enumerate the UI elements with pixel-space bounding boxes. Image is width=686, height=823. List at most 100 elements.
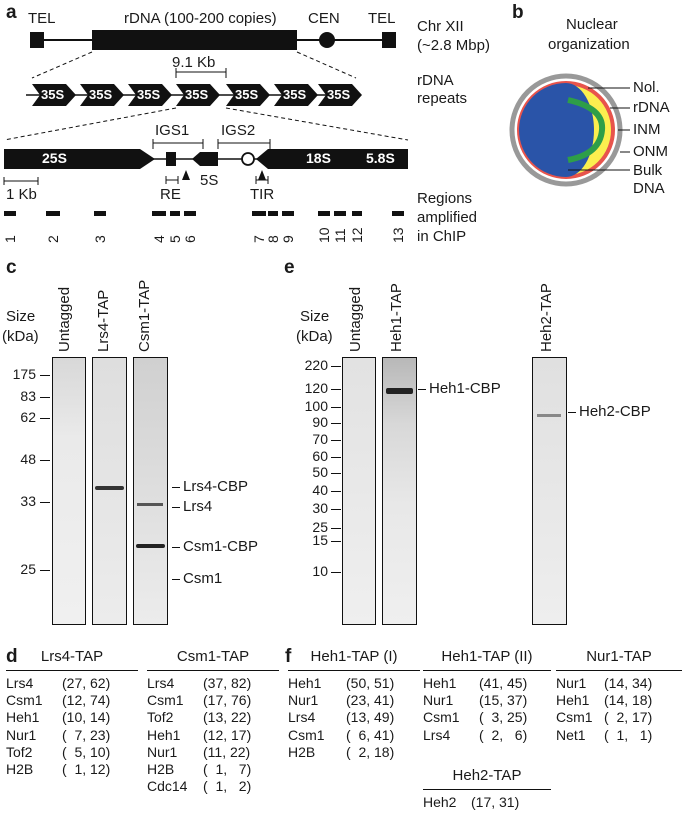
panel-b-label: b bbox=[512, 2, 524, 23]
protein-name: Csm1 bbox=[556, 709, 593, 726]
repeat-unit: 35S bbox=[32, 84, 76, 106]
table-row: Tof2( 5, 10) bbox=[6, 744, 138, 761]
protein-name: H2B bbox=[147, 761, 175, 778]
e-marker-label: 40 bbox=[312, 482, 328, 498]
repeat-unit-label: 35S bbox=[327, 87, 351, 102]
panel-d-label: d bbox=[6, 646, 18, 667]
label-25s: 25S bbox=[42, 150, 67, 166]
tir-label: TIR bbox=[250, 186, 275, 203]
chip-region-number: 2 bbox=[45, 235, 61, 243]
e-marker-label: 25 bbox=[312, 519, 328, 535]
protein-name: Nur1 bbox=[556, 675, 587, 691]
panel-c-label: c bbox=[6, 257, 17, 278]
protein-name: Heh1 bbox=[288, 675, 322, 691]
peptide-counts: (12, 74) bbox=[62, 692, 111, 709]
table-row: Nur1(15, 37) bbox=[423, 692, 551, 709]
bulk-dna bbox=[519, 83, 594, 177]
rdna-copies-label: rDNA (100-200 copies) bbox=[124, 10, 277, 27]
e-marker-label: 120 bbox=[304, 380, 328, 396]
protein-name: Heh1 bbox=[147, 726, 181, 743]
c-band-tick bbox=[172, 507, 180, 508]
e-marker-tick bbox=[331, 407, 341, 408]
nucleus-legend-item: rDNA bbox=[633, 99, 670, 116]
peptide-counts: (15, 37) bbox=[479, 692, 528, 709]
chip-region-bar bbox=[268, 211, 278, 216]
chip-region-number: 4 bbox=[151, 235, 167, 243]
c-marker-label: 25 bbox=[20, 561, 36, 577]
peptide-counts: (12, 17) bbox=[203, 726, 252, 743]
legend-leaders bbox=[568, 87, 630, 171]
peptide-counts: (13, 22) bbox=[203, 709, 252, 726]
peptide-counts: (13, 49) bbox=[346, 709, 395, 726]
c-lane-untagged: Untagged bbox=[56, 286, 73, 352]
tel-left-label: TEL bbox=[28, 10, 56, 27]
chip-region-bar bbox=[352, 211, 362, 216]
e-marker-label: 10 bbox=[312, 563, 328, 579]
e-marker-tick bbox=[331, 457, 341, 458]
e-marker-tick bbox=[331, 509, 341, 510]
chip-region-number: 13 bbox=[390, 227, 406, 243]
e-lane-untagged: Untagged bbox=[347, 286, 364, 352]
chip-region-bar bbox=[318, 211, 330, 216]
table-body: Heh1(41, 45)Nur1(15, 37)Csm1( 3, 25)Lrs4… bbox=[423, 675, 551, 744]
protein-name: Nur1 bbox=[288, 692, 319, 709]
e-kda-label: (kDa) bbox=[296, 328, 333, 345]
protein-name: Lrs4 bbox=[6, 675, 34, 691]
e-size-label: Size bbox=[300, 308, 330, 325]
table-row: Csm1( 6, 41) bbox=[288, 727, 420, 744]
table-row: Heh1 (50, 51) bbox=[288, 675, 420, 692]
e-marker-label: 50 bbox=[312, 464, 328, 480]
cen-label: CEN bbox=[308, 10, 340, 27]
e-marker-label: 15 bbox=[312, 532, 328, 548]
repeat-unit-label: 35S bbox=[89, 87, 113, 102]
c-marker-label: 33 bbox=[20, 493, 36, 509]
c-band-tick bbox=[172, 487, 180, 488]
table-row: Csm1(12, 74) bbox=[6, 692, 138, 709]
chip-region-bar bbox=[46, 211, 60, 216]
band-lrs4 bbox=[137, 503, 163, 506]
repeat-unit-label: 35S bbox=[185, 87, 209, 102]
peptide-counts: (10, 14) bbox=[62, 709, 111, 726]
table-row: Csm1 (17, 76) bbox=[147, 692, 279, 709]
protein-name: Csm1 bbox=[147, 692, 184, 709]
c-band-label: Csm1-CBP bbox=[183, 538, 259, 555]
telomere-left bbox=[30, 32, 44, 48]
nucleus-diagram bbox=[509, 73, 623, 187]
table-row: Cdc14( 1, 2) bbox=[147, 778, 279, 795]
peptide-counts: ( 2, 6) bbox=[479, 726, 528, 743]
nuclear-title-1: Nuclear bbox=[566, 16, 618, 33]
table-row: H2B( 1, 12) bbox=[6, 761, 138, 778]
c-band-label: Lrs4-CBP bbox=[183, 478, 249, 495]
e-marker-tick bbox=[331, 423, 341, 424]
c-marker-label: 62 bbox=[20, 409, 36, 425]
gene-18s bbox=[256, 149, 408, 169]
chip-region-bar bbox=[282, 211, 294, 216]
table-row: Nur1 (14, 34) bbox=[556, 675, 682, 692]
protein-name: Heh1 bbox=[423, 675, 457, 691]
regions-label-2: amplified bbox=[417, 209, 478, 226]
table-title: Heh2-TAP bbox=[452, 767, 522, 784]
peptide-counts: (14, 34) bbox=[604, 675, 653, 691]
c-kda-label: (kDa) bbox=[2, 328, 39, 345]
protein-name: Lrs4 bbox=[288, 709, 316, 726]
band-heh1-cbp bbox=[386, 388, 413, 394]
table-body: Lrs4(37, 82)Csm1(17, 76)Tof2(13, 22)Heh1… bbox=[147, 675, 279, 795]
e-marker-label: 30 bbox=[312, 500, 328, 516]
chr-label: Chr XII bbox=[417, 18, 464, 35]
c-size-label: Size bbox=[6, 308, 36, 325]
peptide-counts: (17, 76) bbox=[203, 692, 252, 709]
gene-25s bbox=[4, 149, 155, 169]
e-marker-label: 100 bbox=[304, 398, 328, 414]
c-marker-label: 175 bbox=[12, 366, 36, 382]
chip-region-bar bbox=[4, 211, 16, 216]
peptide-counts: (37, 82) bbox=[203, 675, 252, 691]
table-row: Nur1(23, 41) bbox=[288, 692, 420, 709]
chip-region-number: 10 bbox=[316, 227, 332, 243]
table-row: Lrs4 (13, 49) bbox=[288, 709, 420, 726]
peptide-counts: (50, 51) bbox=[346, 675, 395, 691]
e-band-tick bbox=[568, 412, 576, 413]
table-row: Heh1(41, 45) bbox=[423, 675, 551, 692]
regions-label-3: in ChIP bbox=[417, 228, 467, 245]
c-marker-tick bbox=[40, 460, 50, 461]
gel-lane-heh1 bbox=[382, 357, 417, 625]
